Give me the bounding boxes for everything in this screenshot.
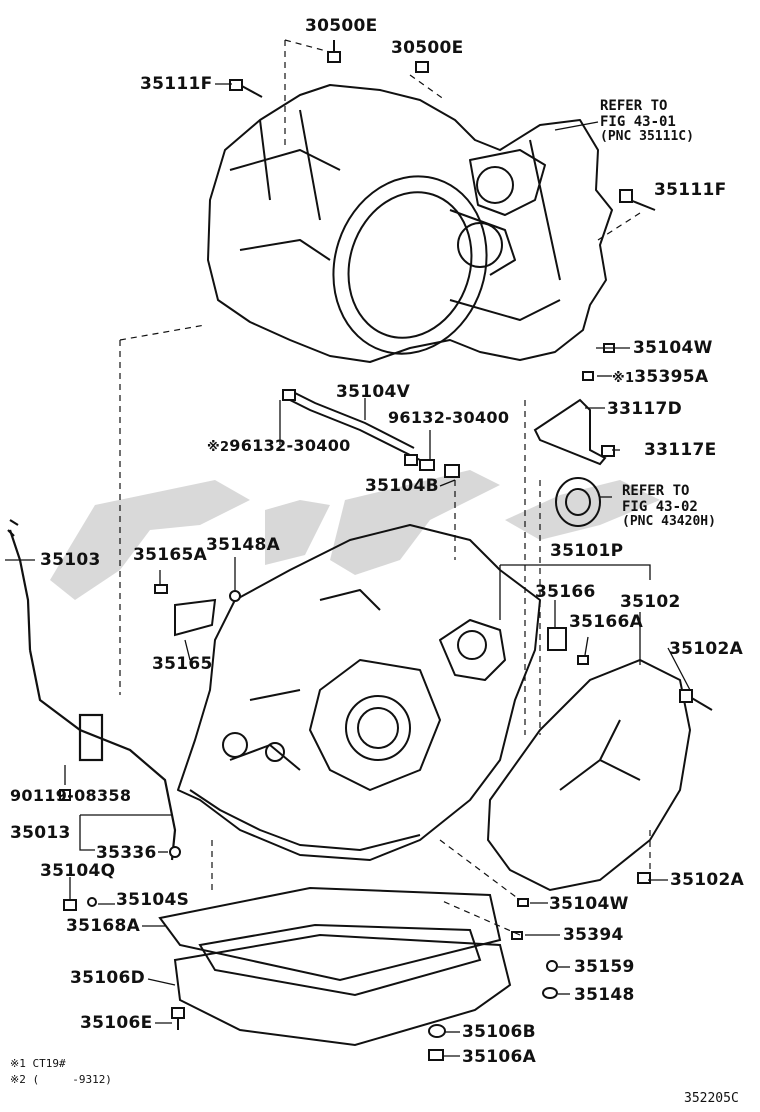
fasteners bbox=[59, 40, 713, 1061]
ref2-line3: (PNC 43420H) bbox=[622, 514, 716, 530]
label-35103: 35103 bbox=[40, 550, 101, 570]
ref1-line1: REFER TO bbox=[600, 98, 668, 114]
label-35111F-left: 35111F bbox=[140, 74, 213, 94]
label-33117E: 33117E bbox=[644, 440, 717, 460]
label-35106A: 35106A bbox=[462, 1047, 537, 1067]
label-35148A: 35148A bbox=[206, 535, 281, 555]
label-35104B: 35104B bbox=[365, 476, 439, 496]
label-35102: 35102 bbox=[620, 592, 681, 612]
label-35395A: ※135395A bbox=[612, 369, 708, 386]
label-35104W-top: 35104W bbox=[633, 338, 713, 358]
label-96132-30400-right: 96132-30400 bbox=[388, 408, 510, 427]
seal-bearing bbox=[555, 477, 601, 527]
label-35159: 35159 bbox=[574, 957, 635, 977]
reference-note-fig-43-01: REFER TO FIG 43-01 (PNC 35111C) bbox=[600, 98, 694, 145]
ref1-line2: FIG 43-01 bbox=[600, 114, 676, 131]
label-35102A-top: 35102A bbox=[669, 639, 744, 659]
label-96132-30400-left-text: 96132-30400 bbox=[229, 436, 351, 455]
label-35165: 35165 bbox=[152, 654, 213, 674]
bracket-33117D bbox=[533, 398, 607, 466]
footnote-2: ※2 ( -9312) bbox=[10, 1073, 112, 1086]
label-35166A: 35166A bbox=[569, 612, 644, 632]
marker-2: ※2 bbox=[207, 440, 230, 455]
label-35148: 35148 bbox=[574, 985, 635, 1005]
label-35102A-bottom: 35102A bbox=[670, 870, 745, 890]
leader-lines bbox=[5, 83, 691, 1057]
label-35168A: 35168A bbox=[66, 916, 141, 936]
label-35101P: 35101P bbox=[550, 541, 624, 561]
side-cover bbox=[486, 658, 692, 892]
label-90119-08358: 90119-08358 bbox=[10, 786, 132, 805]
label-35106D: 35106D bbox=[70, 968, 146, 988]
label-35166: 35166 bbox=[535, 582, 596, 602]
marker-1: ※1 bbox=[612, 371, 635, 386]
footnote-1: ※1 CT19# bbox=[10, 1057, 66, 1070]
label-33117D: 33117D bbox=[607, 399, 683, 419]
label-35013: 35013 bbox=[10, 823, 71, 843]
watermark-logo bbox=[50, 470, 660, 600]
ref2-line2: FIG 43-02 bbox=[622, 499, 698, 516]
figure-code: 352205C bbox=[684, 1091, 739, 1106]
label-35394: 35394 bbox=[563, 925, 624, 945]
oil-pan bbox=[173, 933, 512, 1047]
transaxle-case bbox=[177, 524, 541, 861]
label-35104W-bottom: 35104W bbox=[549, 894, 629, 914]
label-30500E-top: 30500E bbox=[305, 16, 378, 36]
label-35336: 35336 bbox=[96, 843, 157, 863]
label-35104Q: 35104Q bbox=[40, 861, 116, 881]
transaxle-housing bbox=[207, 84, 613, 363]
label-35104S: 35104S bbox=[116, 890, 190, 910]
assembly-lines bbox=[119, 39, 651, 936]
label-35111F-right: 35111F bbox=[654, 180, 727, 200]
ref1-line3: (PNC 35111C) bbox=[600, 129, 694, 145]
label-35106B: 35106B bbox=[462, 1022, 536, 1042]
label-35106E: 35106E bbox=[80, 1013, 153, 1033]
label-35104V: 35104V bbox=[336, 382, 411, 402]
pan-gasket bbox=[158, 886, 502, 982]
label-35395A-text: 35395A bbox=[634, 367, 709, 387]
oil-pan-assembly bbox=[158, 886, 512, 1047]
dipstick-and-tube bbox=[7, 519, 177, 861]
label-35165A: 35165A bbox=[133, 545, 208, 565]
ref2-line1: REFER TO bbox=[622, 483, 690, 499]
label-96132-30400-left: ※296132-30400 bbox=[207, 436, 351, 455]
label-30500E-right: 30500E bbox=[391, 38, 464, 58]
reference-note-fig-43-02: REFER TO FIG 43-02 (PNC 43420H) bbox=[622, 483, 716, 530]
